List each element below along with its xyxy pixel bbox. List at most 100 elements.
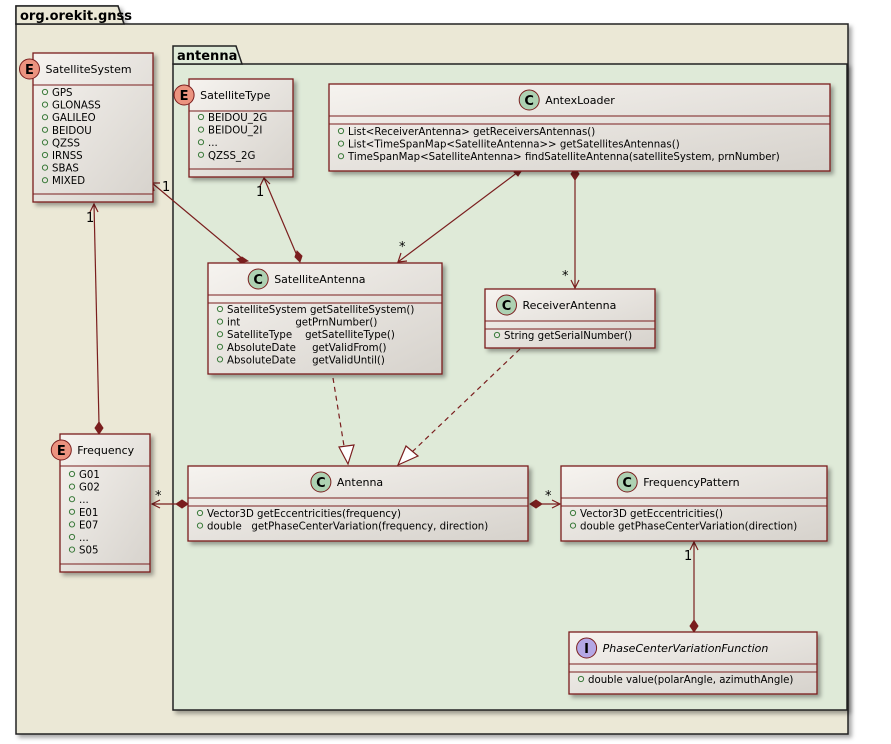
visibility-icon bbox=[41, 88, 49, 96]
visibility-icon bbox=[68, 546, 76, 553]
enum-literal: BEIDOU bbox=[52, 126, 92, 137]
enum-literal: QZSS_2G bbox=[208, 151, 256, 162]
visibility-icon bbox=[216, 318, 224, 325]
visibility-icon bbox=[68, 496, 76, 503]
stereotype-icon bbox=[518, 89, 540, 111]
visibility-icon bbox=[197, 113, 205, 121]
method: SatelliteType getSatelliteType() bbox=[227, 330, 395, 341]
class-name: FrequencyPattern bbox=[643, 476, 739, 489]
method: AbsoluteDate getValidFrom() bbox=[227, 343, 387, 354]
stereotype-icon bbox=[310, 471, 332, 493]
enum-literal: E07 bbox=[79, 520, 98, 531]
visibility-icon bbox=[196, 509, 204, 517]
mult-antenna-pattern: * bbox=[545, 489, 552, 504]
visibility-icon bbox=[41, 101, 49, 108]
stereotype-letter: E bbox=[180, 89, 189, 104]
method: Vector3D getEccentricities() bbox=[580, 509, 723, 520]
link-satantenna-antenna bbox=[332, 377, 345, 447]
class-name: ReceiverAntenna bbox=[523, 299, 617, 312]
stereotype-icon bbox=[173, 84, 195, 106]
stereotype-icon bbox=[496, 294, 517, 316]
visibility-icon bbox=[41, 151, 49, 159]
method: AbsoluteDate getValidUntil() bbox=[227, 355, 385, 366]
mult-sys-frequency: 1 bbox=[86, 211, 94, 226]
link-type-satantenna bbox=[263, 177, 299, 259]
package-label: org.orekit.gnss bbox=[20, 9, 132, 24]
visibility-icon bbox=[68, 470, 76, 478]
mult-antenna-frequency: * bbox=[155, 489, 162, 504]
method: String getSerialNumber() bbox=[504, 331, 632, 342]
stereotype-icon bbox=[50, 439, 72, 461]
method: Vector3D getEccentricities(frequency) bbox=[207, 509, 401, 520]
visibility-icon bbox=[337, 127, 345, 135]
visibility-icon bbox=[216, 331, 224, 338]
relations bbox=[89, 171, 699, 620]
stereotype-letter: C bbox=[502, 299, 512, 314]
enum-literal: BEIDOU_2I bbox=[208, 126, 262, 137]
stereotype-icon bbox=[576, 637, 598, 659]
stereotype-icon bbox=[19, 58, 40, 80]
visibility-icon bbox=[68, 508, 76, 515]
enum-literal: BEIDOU_2G bbox=[208, 113, 267, 124]
visibility-icon bbox=[197, 126, 205, 133]
enum-literal: ... bbox=[208, 138, 218, 149]
link-receiver-antenna bbox=[411, 348, 521, 453]
method: SatelliteSystem getSatelliteSystem() bbox=[227, 305, 414, 316]
enum-literal: MIXED bbox=[52, 176, 85, 187]
visibility-icon bbox=[197, 139, 205, 146]
stereotype-icon bbox=[247, 268, 269, 290]
stereotype-letter: E bbox=[57, 444, 66, 459]
mult-type-satantenna: 1 bbox=[256, 185, 264, 200]
class-name: SatelliteSystem bbox=[46, 63, 132, 76]
mult-sys-satantenna: 1 bbox=[162, 180, 170, 195]
method: double getPhaseCenterVariation(direction… bbox=[580, 522, 797, 533]
class-name: PhaseCenterVariationFunction bbox=[603, 642, 769, 655]
enum-literal: GALILEO bbox=[52, 113, 96, 124]
enum-literal: IRNSS bbox=[52, 151, 83, 162]
method: double getPhaseCenterVariation(frequency… bbox=[207, 522, 488, 533]
visibility-icon bbox=[68, 483, 76, 490]
stereotype-letter: I bbox=[584, 642, 589, 657]
class-name: SatelliteType bbox=[200, 89, 271, 102]
class-pcv-function: I PhaseCenterVariationFunction double valu… bbox=[568, 631, 818, 695]
link-system-frequency bbox=[93, 203, 100, 425]
visibility-icon bbox=[577, 675, 585, 683]
class-name: Frequency bbox=[77, 444, 134, 457]
visibility-icon bbox=[337, 140, 345, 147]
visibility-icon bbox=[41, 177, 49, 184]
visibility-icon bbox=[68, 533, 76, 541]
realization-arrowheads bbox=[338, 444, 420, 467]
enum-literal: GPS bbox=[52, 88, 73, 99]
enum-literal: G01 bbox=[79, 470, 100, 481]
package-label: antenna bbox=[177, 49, 237, 64]
enum-literal: S05 bbox=[79, 546, 98, 557]
stereotype-letter: C bbox=[253, 273, 263, 288]
visibility-icon bbox=[569, 509, 577, 517]
visibility-icon bbox=[493, 331, 501, 339]
class-name: SatelliteAntenna bbox=[274, 273, 365, 286]
visibility-icon bbox=[216, 343, 224, 350]
mult-pattern-pcv: 1 bbox=[684, 549, 692, 564]
visibility-icon bbox=[216, 305, 224, 313]
method: TimeSpanMap<SatelliteAntenna> findSatell… bbox=[347, 152, 780, 163]
stereotype-icon bbox=[616, 471, 638, 493]
enum-literal: ... bbox=[79, 495, 89, 506]
enum-literal: G02 bbox=[79, 483, 100, 494]
method: double value(polarAngle, azimuthAngle) bbox=[588, 675, 793, 686]
link-system-satantenna bbox=[151, 182, 245, 261]
visibility-icon bbox=[41, 139, 49, 146]
visibility-icon bbox=[41, 114, 49, 121]
stereotype-letter: C bbox=[622, 476, 632, 491]
visibility-icon bbox=[337, 153, 345, 160]
visibility-icon bbox=[216, 356, 224, 363]
